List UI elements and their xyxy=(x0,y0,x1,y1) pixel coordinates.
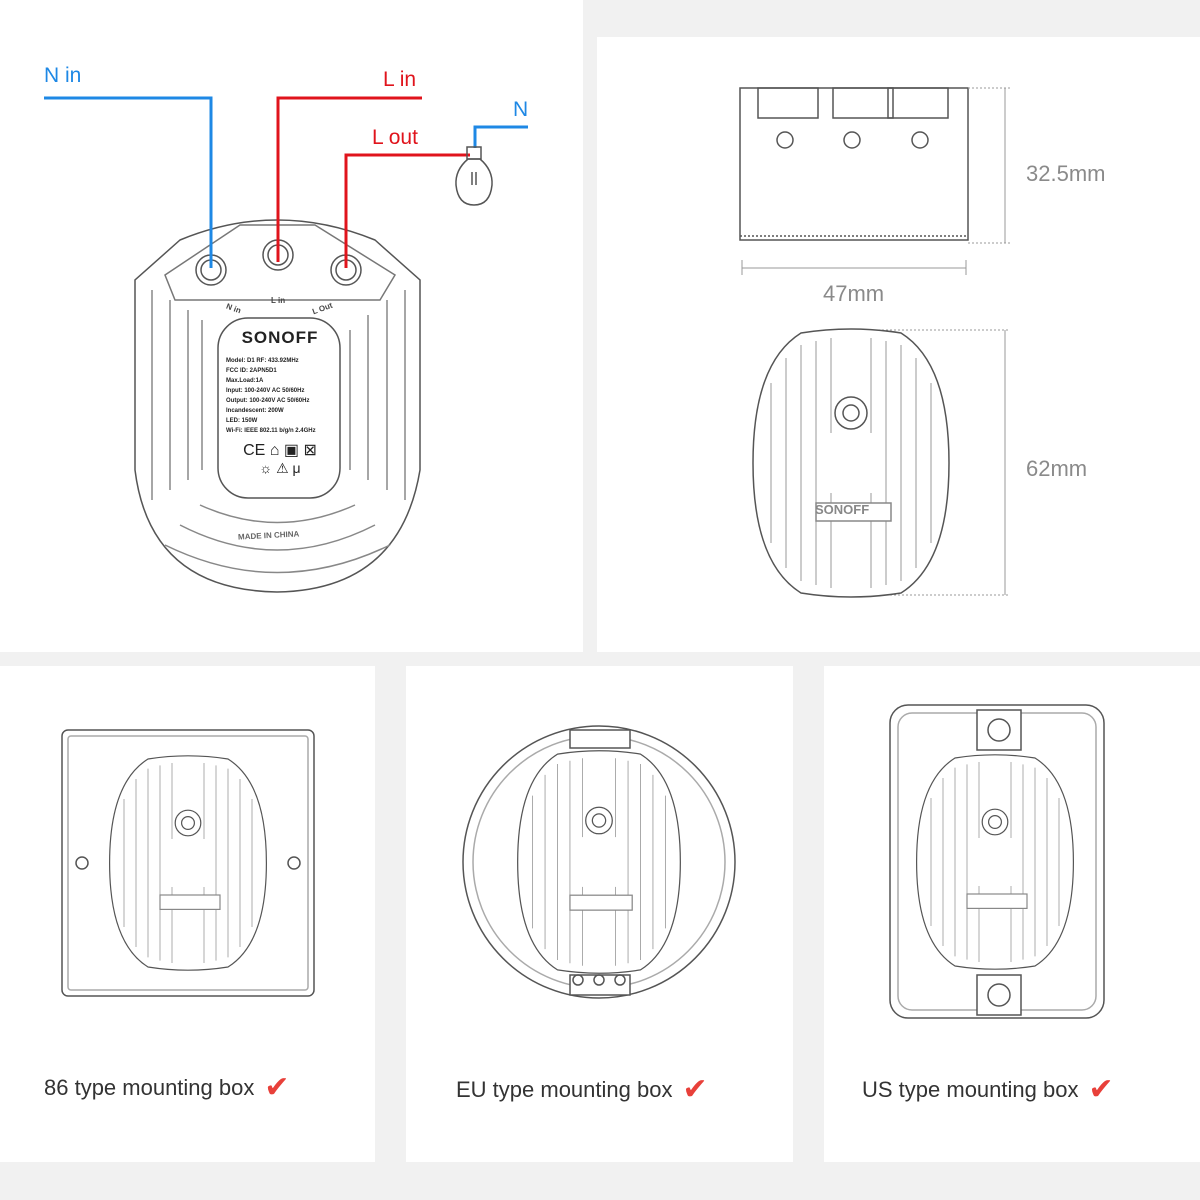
top-view-brand: SONOFF xyxy=(815,502,870,517)
checkmark-icon: ✔ xyxy=(1088,1073,1114,1106)
label-line: Output: 100-240V AC 50/60Hz xyxy=(226,398,310,404)
label-line: Incandescent: 200W xyxy=(226,408,284,414)
label-line: Input: 100-240V AC 50/60Hz xyxy=(226,388,305,394)
neutral-wire xyxy=(473,125,528,148)
device-label: SONOFF Model: D1 RF: 433.92MHz FCC ID: 2… xyxy=(226,328,334,478)
mount-us-drawing xyxy=(889,704,1105,1019)
height-dimension: 32.5mm xyxy=(1026,161,1106,186)
label-line: FCC ID: 2APN5D1 xyxy=(226,368,277,374)
width-dimension: 47mm xyxy=(823,281,885,306)
device-side-view xyxy=(739,87,969,241)
length-dimension: 62mm xyxy=(1026,456,1088,481)
label-line: Wi-Fi: IEEE 802.11 b/g/n 2.4GHz xyxy=(226,428,316,434)
l-out-label: L out xyxy=(372,126,418,149)
certification-icons: CE ⌂ ▣ ⊠☼ ⚠ μ xyxy=(243,442,317,476)
wiring-panel xyxy=(0,0,583,652)
neutral-in-wire xyxy=(44,96,213,268)
live-in-wire xyxy=(276,96,422,262)
l-in-label: L in xyxy=(383,68,417,91)
wires xyxy=(44,96,528,268)
caption-us-type: US type mounting box ✔ xyxy=(862,1072,1114,1107)
checkmark-icon: ✔ xyxy=(682,1073,708,1106)
mount-86-drawing xyxy=(61,729,315,997)
brand-logo: SONOFF xyxy=(241,328,319,347)
mount-eu-drawing xyxy=(462,725,736,999)
checkmark-icon: ✔ xyxy=(264,1071,290,1104)
caption-86-type: 86 type mounting box ✔ xyxy=(44,1070,290,1105)
n-in-label: N in xyxy=(44,64,82,87)
label-line: Model: D1 RF: 433.92MHz xyxy=(226,358,299,364)
device-top-view xyxy=(752,328,950,598)
label-line: LED: 150W xyxy=(226,418,258,424)
terminal-l-in: L in xyxy=(271,296,286,305)
label-line: Max.Load:1A xyxy=(226,378,264,384)
device-bottom-view xyxy=(134,219,421,593)
caption-text: 86 type mounting box xyxy=(44,1075,255,1100)
light-bulb-icon xyxy=(455,146,493,206)
caption-text: EU type mounting box xyxy=(456,1077,673,1102)
caption-eu-type: EU type mounting box ✔ xyxy=(456,1072,708,1107)
n-label: N xyxy=(513,98,529,121)
dimension-lines xyxy=(741,87,1010,596)
caption-text: US type mounting box xyxy=(862,1077,1079,1102)
live-out-wire xyxy=(344,153,470,268)
